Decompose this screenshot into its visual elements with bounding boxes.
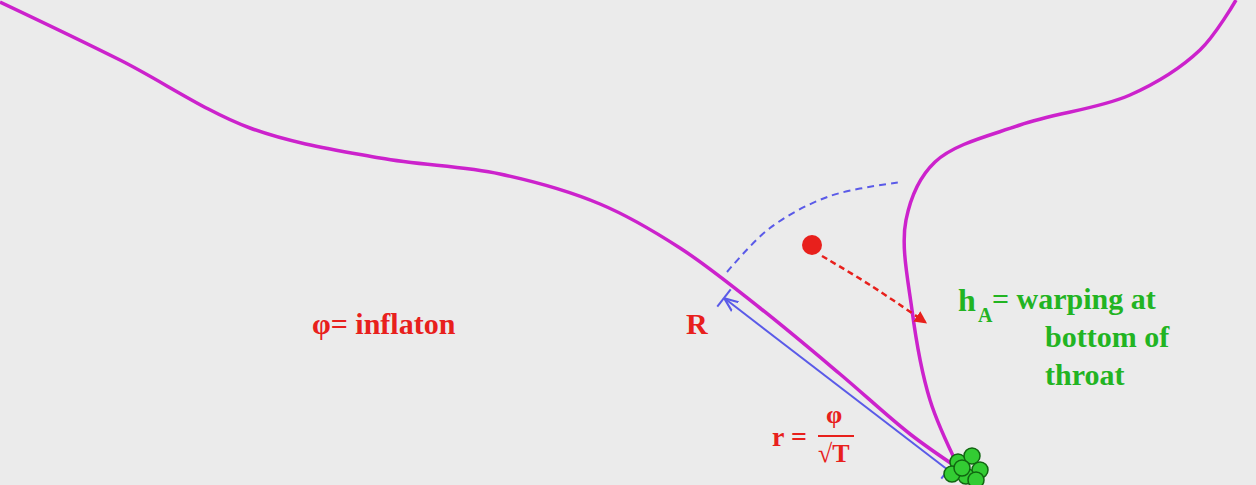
fraction-numerator: φ — [826, 402, 842, 428]
warp-symbol: h — [958, 284, 976, 316]
ruler-tick — [717, 289, 730, 306]
brane-blob — [954, 460, 970, 476]
radius-label: R — [686, 309, 708, 339]
distance-arrow — [726, 300, 948, 470]
inflaton-dot — [802, 235, 822, 255]
r-equals: r = — [772, 423, 807, 451]
roll-arrow — [822, 256, 925, 322]
warp-subscript: A — [978, 305, 992, 325]
throat-wall — [904, 0, 1236, 466]
fraction-denominator: √T — [818, 441, 850, 467]
inflaton-label: φ= inflaton — [312, 309, 455, 339]
brane-blob — [968, 472, 984, 485]
fraction-bar — [818, 435, 854, 437]
dashed-boundary — [727, 182, 902, 272]
warp-description: = warping at bottom of throat — [992, 280, 1232, 394]
potential-curve — [0, 2, 958, 468]
